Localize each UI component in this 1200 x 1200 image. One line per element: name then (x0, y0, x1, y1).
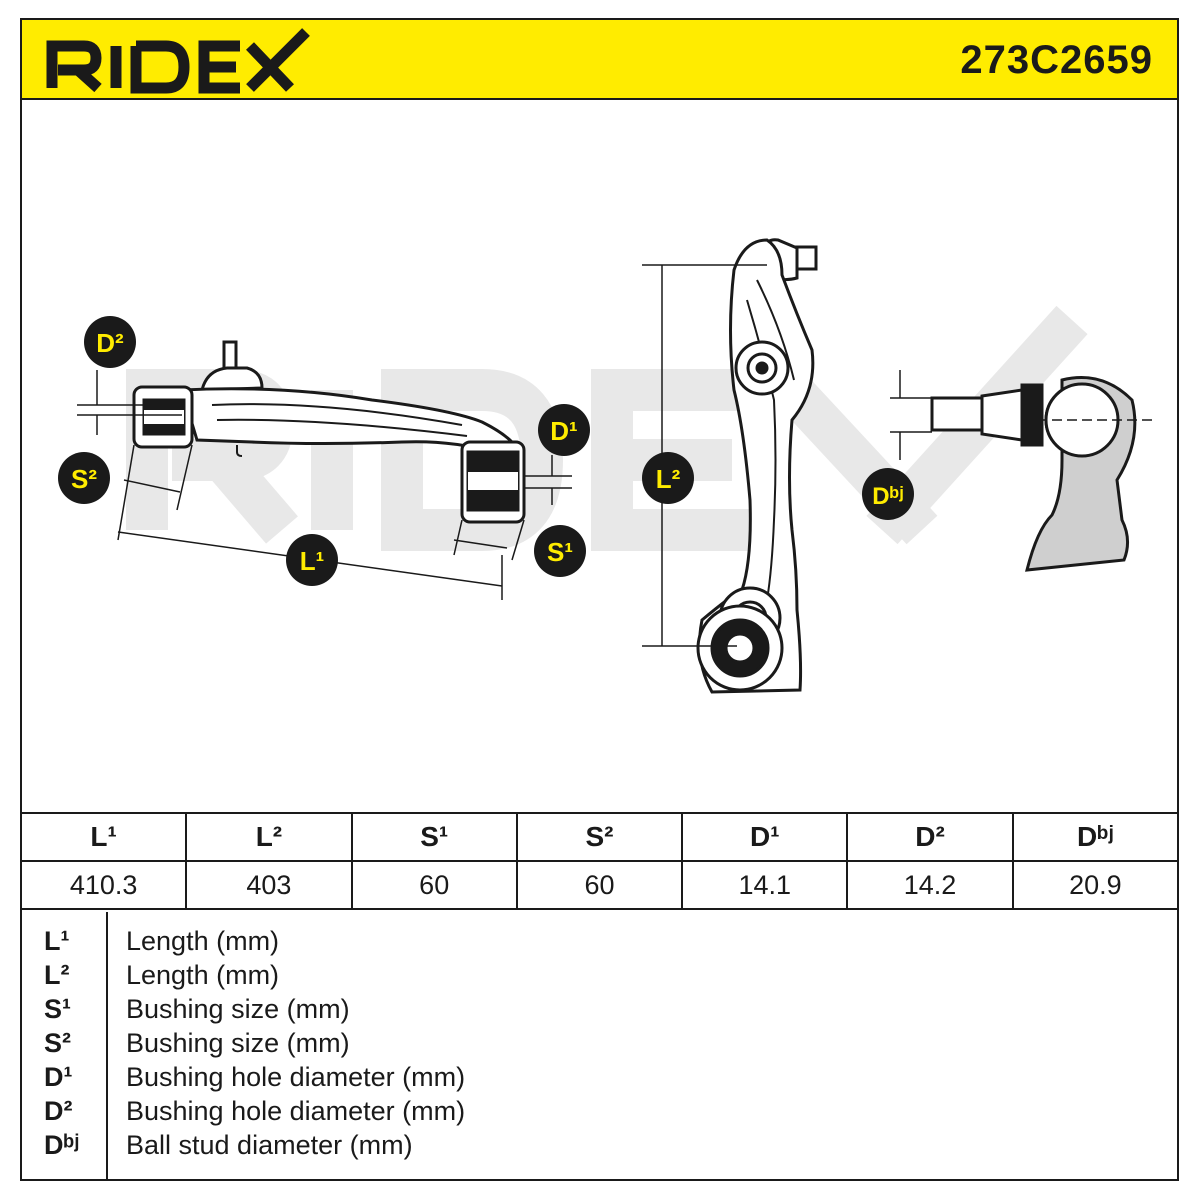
legend-symbol: Dᵇʲ (44, 1130, 80, 1160)
legend-description: Bushing hole diameter (mm) (126, 1062, 466, 1092)
badge-dbj-label: Dᵇʲ (872, 483, 903, 510)
legend-symbol: L² (44, 960, 70, 990)
spec-value-s2: 60 (515, 860, 684, 910)
spec-value-l2: 403 (185, 860, 353, 910)
spec-value-s1: 60 (350, 860, 518, 910)
legend-item: S¹ Bushing size (mm) (22, 994, 1177, 1028)
badge-l2-label: L² (656, 464, 681, 494)
spec-table: L¹ L² S¹ S² D¹ D² Dᵇʲ 410.3 403 60 60 14… (19, 812, 1180, 910)
badge-d1-label: D¹ (550, 416, 577, 446)
spec-header-s1: S¹ (350, 812, 518, 862)
badge-l1-label: L¹ (300, 546, 325, 576)
spec-header-d1: D¹ (681, 812, 849, 862)
ball-joint-section (930, 376, 1152, 572)
spec-values-row: 410.3 403 60 60 14.1 14.2 20.9 (19, 860, 1180, 910)
dbj-dimension-line (890, 370, 932, 460)
legend-item: L¹ Length (mm) (22, 926, 1177, 960)
ball-stud-shank (930, 396, 984, 432)
legend-description: Bushing hole diameter (mm) (126, 1096, 466, 1126)
legend-item: Dᵇʲ Ball stud diameter (mm) (22, 1130, 1177, 1164)
spec-header-dbj: Dᵇʲ (1011, 812, 1180, 862)
badge-s1: S¹ (534, 525, 586, 577)
spec-header-row: L¹ L² S¹ S² D¹ D² Dᵇʲ (19, 812, 1180, 862)
badge-s2: S² (58, 452, 110, 504)
spec-header-s2: S² (515, 812, 684, 862)
side-dimension-lines (77, 370, 572, 600)
control-arm-drawing: D² D¹ S² S¹ L¹ L² Dᵇʲ (58, 238, 1152, 694)
badge-dbj: Dᵇʲ (862, 468, 914, 520)
legend-item: L² Length (mm) (22, 960, 1177, 994)
legend-description: Bushing size (mm) (126, 994, 350, 1024)
legend-description: Bushing size (mm) (126, 1028, 350, 1058)
header-bar: 273C2659 (20, 18, 1179, 100)
arm-top-view (696, 238, 818, 694)
legend-description: Ball stud diameter (mm) (126, 1130, 413, 1160)
badge-l1: L¹ (286, 534, 338, 586)
spec-header-l2: L² (185, 812, 353, 862)
technical-drawing: D² D¹ S² S¹ L¹ L² Dᵇʲ (22, 100, 1177, 812)
arm-side-view (132, 340, 526, 524)
badge-d2-label: D² (96, 328, 124, 358)
spec-value-d1: 14.1 (681, 860, 849, 910)
legend-symbol: S¹ (44, 994, 71, 1024)
badge-s1-label: S¹ (547, 537, 573, 567)
legend-symbol: D² (44, 1096, 73, 1126)
badge-d2: D² (84, 316, 136, 368)
brand-logo (44, 26, 314, 99)
part-number: 273C2659 (960, 38, 1153, 82)
legend-symbol: S² (44, 1028, 71, 1058)
legend-box: L¹ Length (mm) L² Length (mm) S¹ Bushing… (20, 912, 1179, 1181)
ball-joint-housing (200, 366, 264, 392)
badge-l2: L² (642, 452, 694, 504)
legend-item: D¹ Bushing hole diameter (mm) (22, 1062, 1177, 1096)
spec-value-dbj: 20.9 (1011, 860, 1180, 910)
ridex-logo-graphic (46, 28, 310, 94)
spec-value-d2: 14.2 (846, 860, 1014, 910)
legend-item: D² Bushing hole diameter (mm) (22, 1096, 1177, 1130)
legend-symbol: L¹ (44, 926, 70, 956)
legend-symbol: D¹ (44, 1062, 73, 1092)
spec-header-d2: D² (846, 812, 1014, 862)
legend-divider (106, 912, 108, 1179)
spec-header-l1: L¹ (19, 812, 188, 862)
legend-item: S² Bushing size (mm) (22, 1028, 1177, 1062)
legend-description: Length (mm) (126, 960, 280, 990)
spec-value-l1: 410.3 (19, 860, 188, 910)
badge-s2-label: S² (71, 464, 97, 494)
legend-description: Length (mm) (126, 926, 280, 956)
badge-d1: D¹ (538, 404, 590, 456)
